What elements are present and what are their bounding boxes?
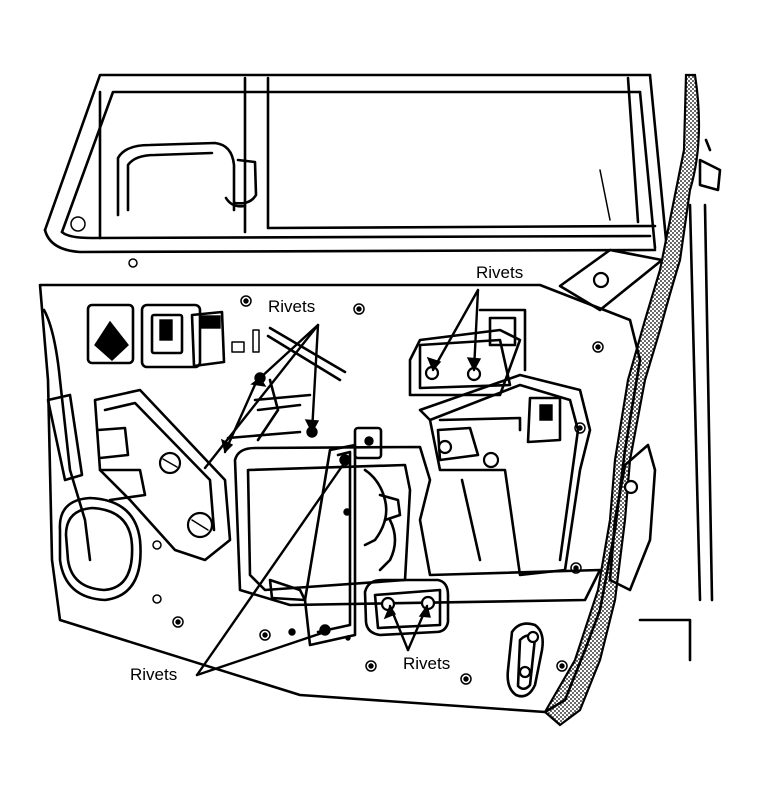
lower-rivet-plate xyxy=(363,578,544,698)
upper-right-rivet-plate xyxy=(424,365,482,382)
mounting-holes xyxy=(128,258,604,685)
regulator-opening xyxy=(233,308,602,607)
label-rivets-upper-right: Rivets xyxy=(476,263,524,282)
leader-upper-left-a xyxy=(258,323,320,380)
lock-controls xyxy=(86,303,260,369)
leader-upper-left-c xyxy=(310,323,320,434)
door-edge-weatherstrip xyxy=(543,73,722,727)
label-rivets-lower-right: Rivets xyxy=(403,654,451,673)
inner-door-panel xyxy=(38,283,642,714)
leader-lower-left-a xyxy=(195,460,347,677)
leader-upper-right-a xyxy=(431,288,480,372)
leader-lower-left-b xyxy=(195,630,327,677)
leader-lines xyxy=(195,288,482,677)
label-rivets-lower-left: Rivets xyxy=(130,665,178,684)
speaker-and-bracket xyxy=(46,388,232,602)
label-rivets-upper-left: Rivets xyxy=(268,297,316,316)
lock-rods xyxy=(226,326,347,442)
mirror-bracket xyxy=(70,141,258,232)
leader-upper-right-b xyxy=(472,288,480,372)
window-frame xyxy=(43,73,670,262)
regulator-bracket xyxy=(268,426,402,647)
